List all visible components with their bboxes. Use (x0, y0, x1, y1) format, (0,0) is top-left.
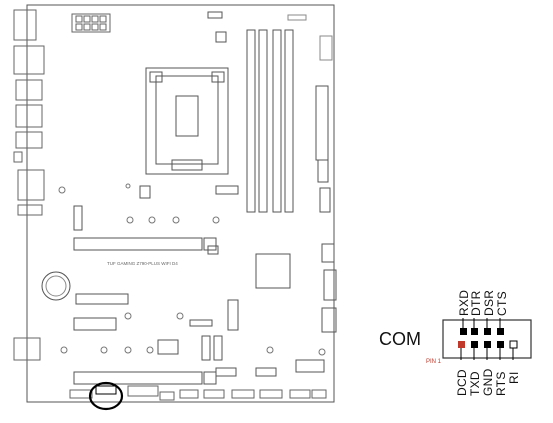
pin-label-txd: TXD (468, 371, 482, 396)
board-outline (26, 4, 335, 403)
com-connector-diagram (442, 318, 532, 360)
pin-label-cts: CTS (495, 291, 509, 316)
com-connector-label: COM (379, 329, 421, 349)
pcie-slots (73, 237, 217, 385)
com-pin-ri (509, 340, 518, 349)
m2-slot-right (227, 299, 239, 331)
com-bottom-pins (458, 341, 504, 348)
com-highlight-circle (88, 381, 124, 411)
pin-label-dcd: DCD (455, 369, 469, 396)
sata-header (317, 159, 329, 183)
pin-label-dsr: DSR (482, 289, 496, 316)
pin-label-gnd: GND (481, 368, 495, 396)
led-strip (287, 14, 307, 21)
com-top-pins (460, 328, 504, 335)
pin-label-ri: RI (507, 371, 521, 384)
memory-slots (246, 29, 294, 213)
board-model-label: TUF GAMING Z790-PLUS WIFI D4 (107, 261, 178, 266)
bottom-headers (69, 385, 327, 401)
com-header-location (95, 385, 117, 395)
cmos-battery (41, 271, 71, 301)
pin1-label: PIN 1 (426, 359, 442, 365)
mounting-holes (58, 183, 326, 356)
fan-header (207, 11, 223, 19)
rear-io-ports (13, 9, 45, 361)
pin-label-dtr: DTR (469, 290, 483, 316)
chipset (255, 253, 291, 289)
cpu-socket (145, 67, 229, 175)
pin-label-rts: RTS (494, 371, 508, 396)
atx-12v-connectors (71, 13, 111, 33)
